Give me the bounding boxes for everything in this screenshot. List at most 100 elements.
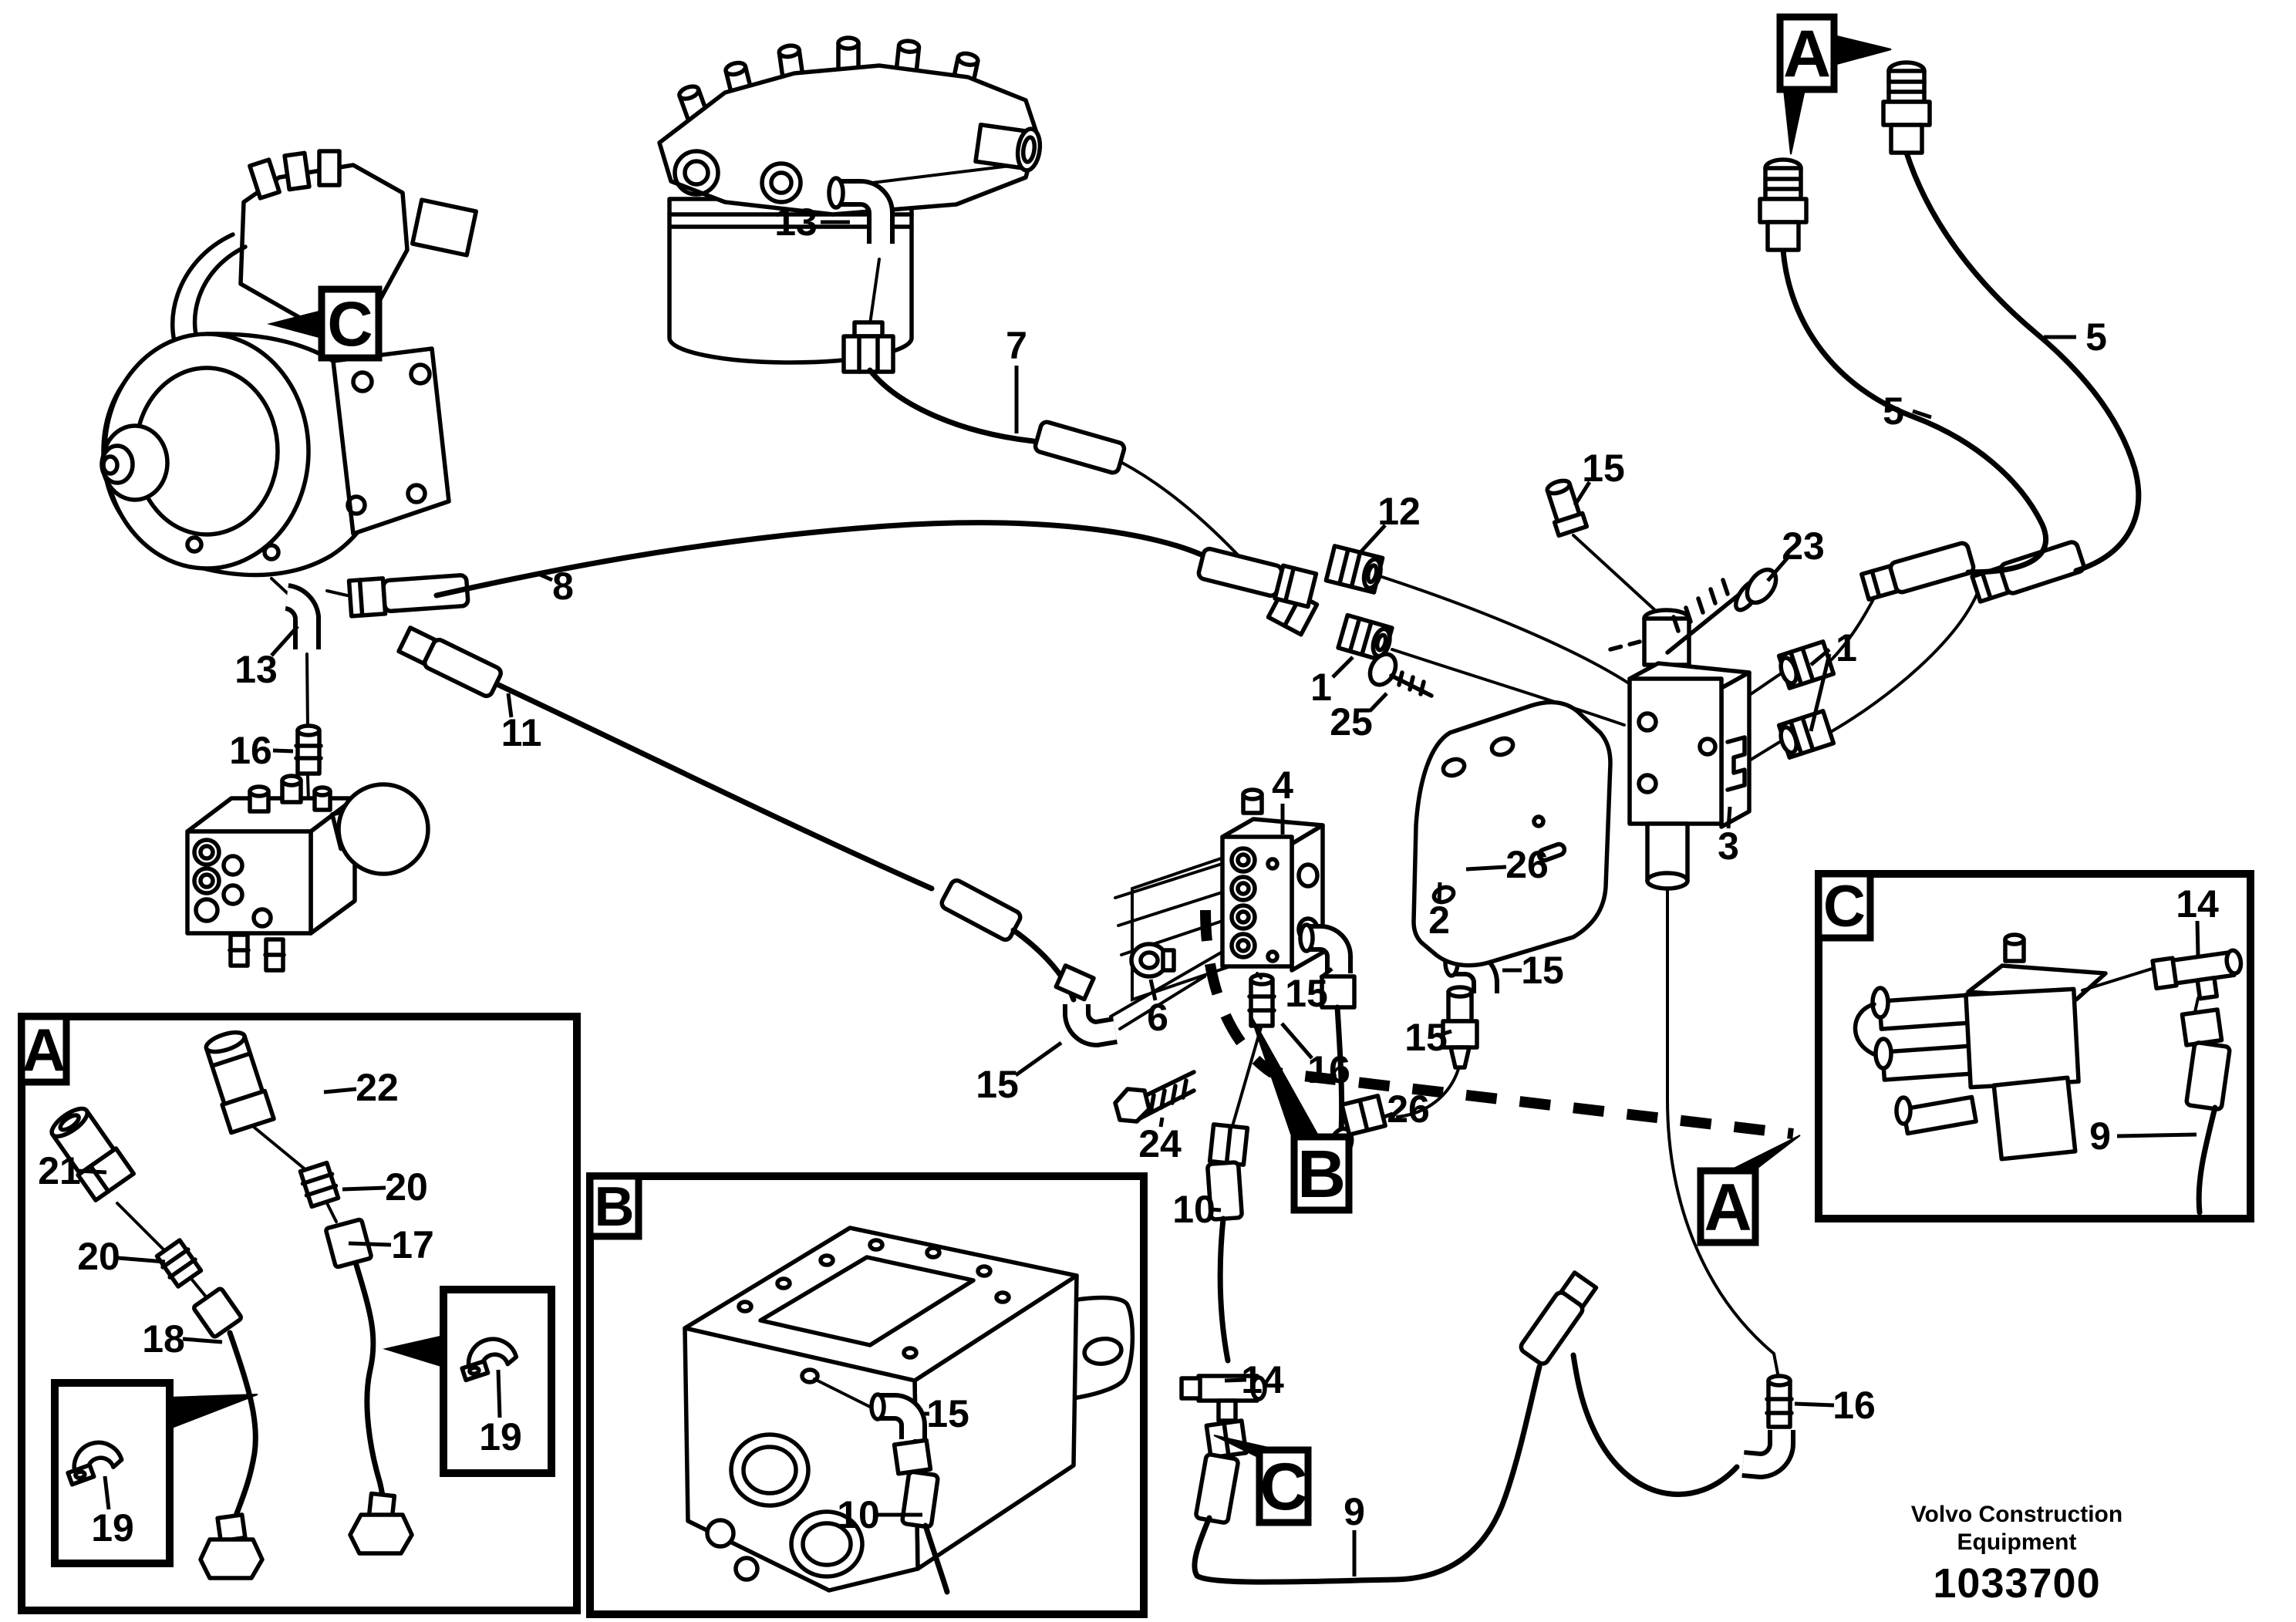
callout-15-mid-elbow-leader-0 xyxy=(1319,967,1333,980)
callout-15-mid-elbow-label: 15 xyxy=(1285,972,1328,1015)
callout-16-pump: 16 xyxy=(229,729,294,772)
callout-25-bolt: 25 xyxy=(1330,692,1388,744)
callout-22-inset-a: 22 xyxy=(323,1066,399,1109)
inset-a-frame xyxy=(18,1013,581,1614)
callout-26-lower: 26 xyxy=(1381,1088,1430,1131)
callout-4-manifold-label: 4 xyxy=(1272,764,1293,807)
brand-line-1: Volvo Construction xyxy=(1910,1502,2123,1527)
callout-21-inset-a-leader-0 xyxy=(77,1168,107,1175)
hose-10-sleeve xyxy=(1205,1160,1244,1222)
callout-14-main-leader-0 xyxy=(1224,1378,1247,1383)
callout-5-lower: 5 xyxy=(1883,389,1932,433)
view-c-pump-box xyxy=(318,285,383,362)
view-b-pointer: B xyxy=(1249,1013,1353,1214)
callout-12-fitting-label: 12 xyxy=(1377,490,1421,533)
hose-8-coupling xyxy=(1196,546,1319,609)
clamp-19-left xyxy=(66,1440,124,1487)
clamp-box-right-frame xyxy=(440,1286,555,1477)
callout-6-plug: 6 xyxy=(1147,979,1168,1039)
view-c-pump: C xyxy=(267,285,383,362)
callout-13-pump-label: 13 xyxy=(234,648,278,691)
tube-1b-to-nut xyxy=(1828,588,1981,734)
callout-10-inset-b: 10 xyxy=(837,1493,922,1536)
hose-9-right-sleeve xyxy=(1519,1270,1599,1366)
callout-3-valve-label: 3 xyxy=(1718,824,1739,868)
inset-b-content xyxy=(683,1226,1135,1595)
hose-7 xyxy=(867,367,1037,444)
fitting-15-valve-top xyxy=(1545,478,1590,538)
callout-13-filter: 13 xyxy=(774,201,850,244)
callout-15-check: 15 xyxy=(1404,1016,1452,1059)
callout-8-hose-label: 8 xyxy=(552,565,574,608)
inset-c-letter-label: C xyxy=(1823,874,1866,939)
inset-a-letter-label: A xyxy=(22,1016,66,1084)
callout-20-inset-a-left-label: 20 xyxy=(77,1235,120,1278)
hose-10 xyxy=(1217,1216,1231,1364)
view-a-top-right-box xyxy=(1776,13,1838,93)
view-b-pointer-box xyxy=(1290,1133,1353,1214)
callout-5-lower-leader-0 xyxy=(1912,409,1932,420)
tube-15-to-valve xyxy=(1572,534,1658,613)
hose-5-lower xyxy=(1780,247,2048,575)
callout-10-main-label: 10 xyxy=(1172,1188,1215,1231)
callout-19-inset-a-right-label: 19 xyxy=(479,1415,522,1458)
callout-20-inset-a-left-leader-0 xyxy=(117,1256,166,1264)
plug-6 xyxy=(1129,942,1176,979)
fitting-5-right xyxy=(1881,60,1932,155)
callout-9-inset-c-leader-0 xyxy=(2116,1132,2197,1138)
hose-9-right-end xyxy=(1570,1352,1740,1497)
view-a-top-right: A xyxy=(1776,13,1892,155)
callout-13-filter-label: 13 xyxy=(774,201,818,244)
callout-17-inset-a-leader-0 xyxy=(348,1241,392,1247)
callout-1-right: 1 xyxy=(1809,626,1857,732)
callout-18-inset-a-leader-0 xyxy=(182,1337,223,1344)
callout-9-main: 9 xyxy=(1344,1490,1365,1576)
callout-2-bracket: 2 xyxy=(1428,882,1450,942)
figure-number: 1033700 xyxy=(1933,1560,2101,1607)
callout-20-inset-a-left: 20 xyxy=(77,1235,166,1278)
tube-26-lower xyxy=(1396,1067,1460,1118)
callout-26-upper: 26 xyxy=(1465,843,1549,886)
clamp-box-right-pointer xyxy=(383,1334,444,1368)
elbow-13-filter xyxy=(827,176,895,374)
callout-11-hose-leader-0 xyxy=(506,693,514,718)
fitting-16-manifold xyxy=(1247,973,1276,1028)
callout-9-inset-c-label: 9 xyxy=(2089,1114,2111,1158)
callout-17-inset-a: 17 xyxy=(348,1223,434,1266)
hose-7-coupling xyxy=(1033,420,1127,475)
callout-22-inset-a-label: 22 xyxy=(356,1066,399,1109)
callout-15-hose11-leader-0 xyxy=(1014,1040,1063,1077)
hose-11 xyxy=(469,669,935,892)
callout-24-bolt: 24 xyxy=(1138,1117,1182,1165)
callout-11-hose-label: 11 xyxy=(501,711,542,754)
callout-15-right-elbow: 15 xyxy=(1502,949,1564,992)
inset-b-frame xyxy=(586,1172,1148,1618)
callout-26-upper-label: 26 xyxy=(1505,843,1549,886)
callout-3-valve: 3 xyxy=(1718,806,1739,868)
callout-10-main-leader-0 xyxy=(1210,1207,1222,1212)
figure-footer: Volvo Construction Equipment 1033700 xyxy=(1893,1501,2140,1607)
tube-12-to-valve xyxy=(1381,575,1630,685)
callout-15-valve-top-label: 15 xyxy=(1582,447,1625,490)
bolt-25 xyxy=(1367,652,1434,698)
inset-c-letter: C xyxy=(1815,870,1874,942)
inset-a-letter-box xyxy=(18,1013,70,1086)
hose-9-sleeve xyxy=(1194,1452,1240,1525)
callout-15-check-leader-0 xyxy=(1441,1029,1452,1037)
callout-14-inset-c: 14 xyxy=(2176,882,2219,957)
callout-19-inset-a-left-label: 19 xyxy=(91,1506,134,1549)
fitting-16-bottom-right xyxy=(1765,1374,1794,1429)
inset-c-frame xyxy=(1815,870,2254,1222)
callout-18-inset-a-label: 18 xyxy=(142,1317,185,1361)
elbow-bottom-right xyxy=(1741,1430,1795,1480)
clamp-box-left xyxy=(51,1379,258,1567)
callout-16-manifold-leader-0 xyxy=(1280,1022,1313,1060)
callout-24-bolt-label: 24 xyxy=(1138,1122,1182,1165)
callout-26-upper-leader-0 xyxy=(1465,865,1507,872)
callout-1-left-leader-0 xyxy=(1331,656,1354,679)
hose-5-coupling-1 xyxy=(1859,541,1976,602)
callout-6-plug-label: 6 xyxy=(1147,996,1168,1039)
callout-5-upper: 5 xyxy=(2044,315,2107,359)
callout-18-inset-a: 18 xyxy=(142,1317,223,1361)
view-a-route-label: A xyxy=(1704,1171,1752,1245)
